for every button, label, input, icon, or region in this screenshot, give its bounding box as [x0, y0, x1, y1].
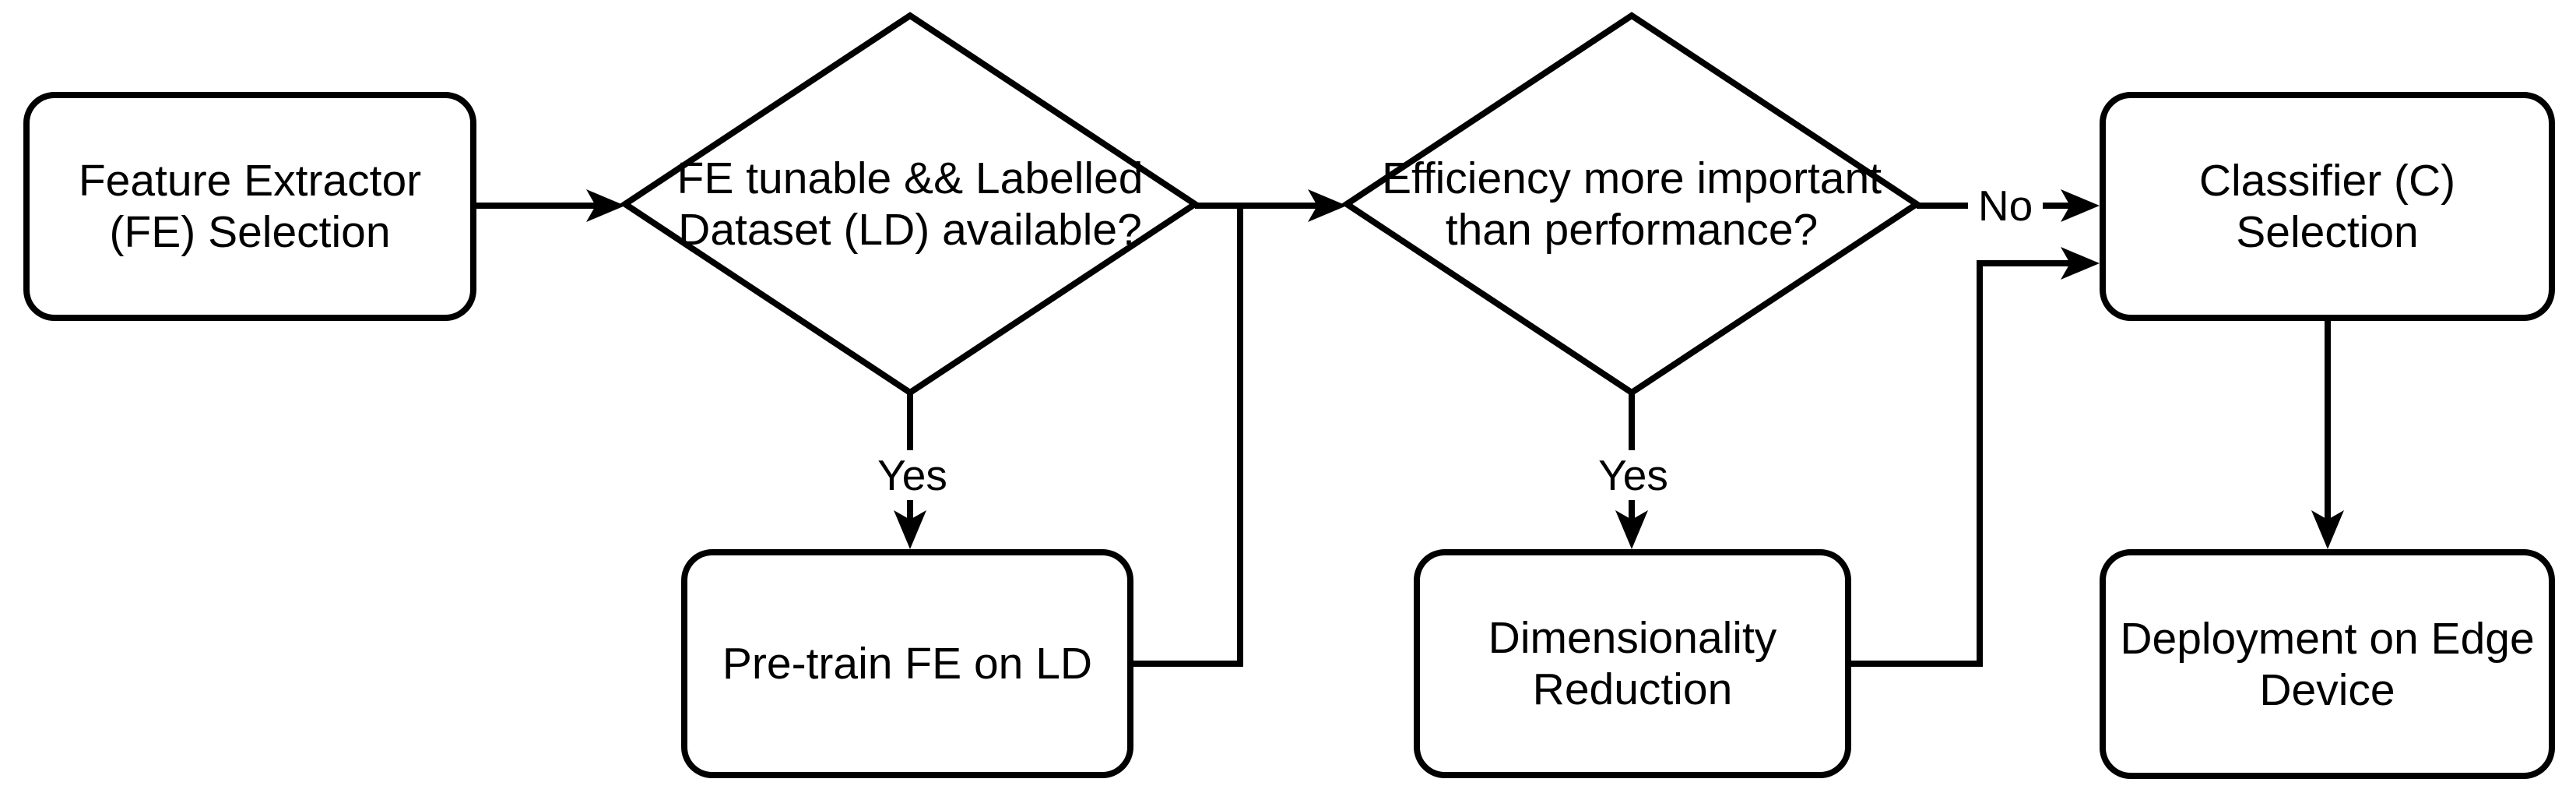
efficiency-text-line2: than performance? — [1445, 205, 1819, 255]
arrowhead-into-dimred — [1615, 510, 1648, 549]
classifier-selection-label-line1: Classifier (C) — [2198, 156, 2456, 206]
edge-label-yes-decision1: Yes — [862, 452, 963, 499]
arrowhead-dimred-into-classifier — [2061, 247, 2100, 280]
dimensionality-reduction-label-line2: Reduction — [1532, 664, 1733, 714]
decision-text-efficiency: Efficiency more important than performan… — [1351, 153, 1913, 256]
connector-dimred-to-classifier — [1851, 260, 2070, 667]
arrowhead-into-deployment — [2311, 510, 2344, 549]
arrowhead-into-decision1 — [586, 189, 625, 222]
process-box-dimensionality-reduction: Dimensionality Reduction — [1414, 549, 1851, 778]
arrowhead-into-decision2 — [1308, 189, 1347, 222]
deployment-label-line2: Device — [2259, 664, 2395, 715]
connector-pretrain-return — [1133, 206, 1243, 667]
process-box-pretrain-fe: Pre-train FE on LD — [681, 549, 1133, 778]
edge-label-yes-decision2: Yes — [1583, 452, 1684, 499]
fe-tunable-text-line2: Dataset (LD) available? — [678, 205, 1142, 255]
decision-text-fe-tunable: FE tunable && Labelled Dataset (LD) avai… — [633, 153, 1187, 256]
arrowhead-no-into-classifier — [2061, 189, 2100, 222]
arrowhead-into-pretrain — [894, 510, 926, 549]
pretrain-fe-label: Pre-train FE on LD — [722, 639, 1093, 689]
process-box-deployment-edge-device: Deployment on Edge Device — [2100, 549, 2555, 779]
feature-extractor-label-line1: Feature Extractor — [78, 156, 422, 206]
feature-extractor-label-line2: (FE) Selection — [109, 207, 391, 257]
process-box-classifier-selection: Classifier (C) Selection — [2100, 92, 2555, 321]
dimensionality-reduction-label-line1: Dimensionality — [1488, 613, 1777, 663]
process-box-feature-extractor-selection: Feature Extractor (FE) Selection — [23, 92, 476, 321]
edge-label-no-decision2: No — [1968, 182, 2043, 229]
deployment-label-line1: Deployment on Edge — [2120, 613, 2535, 664]
efficiency-text-line1: Efficiency more important — [1381, 153, 1882, 203]
fe-tunable-text-line1: FE tunable && Labelled — [677, 153, 1144, 203]
classifier-selection-label-line2: Selection — [2236, 207, 2419, 257]
